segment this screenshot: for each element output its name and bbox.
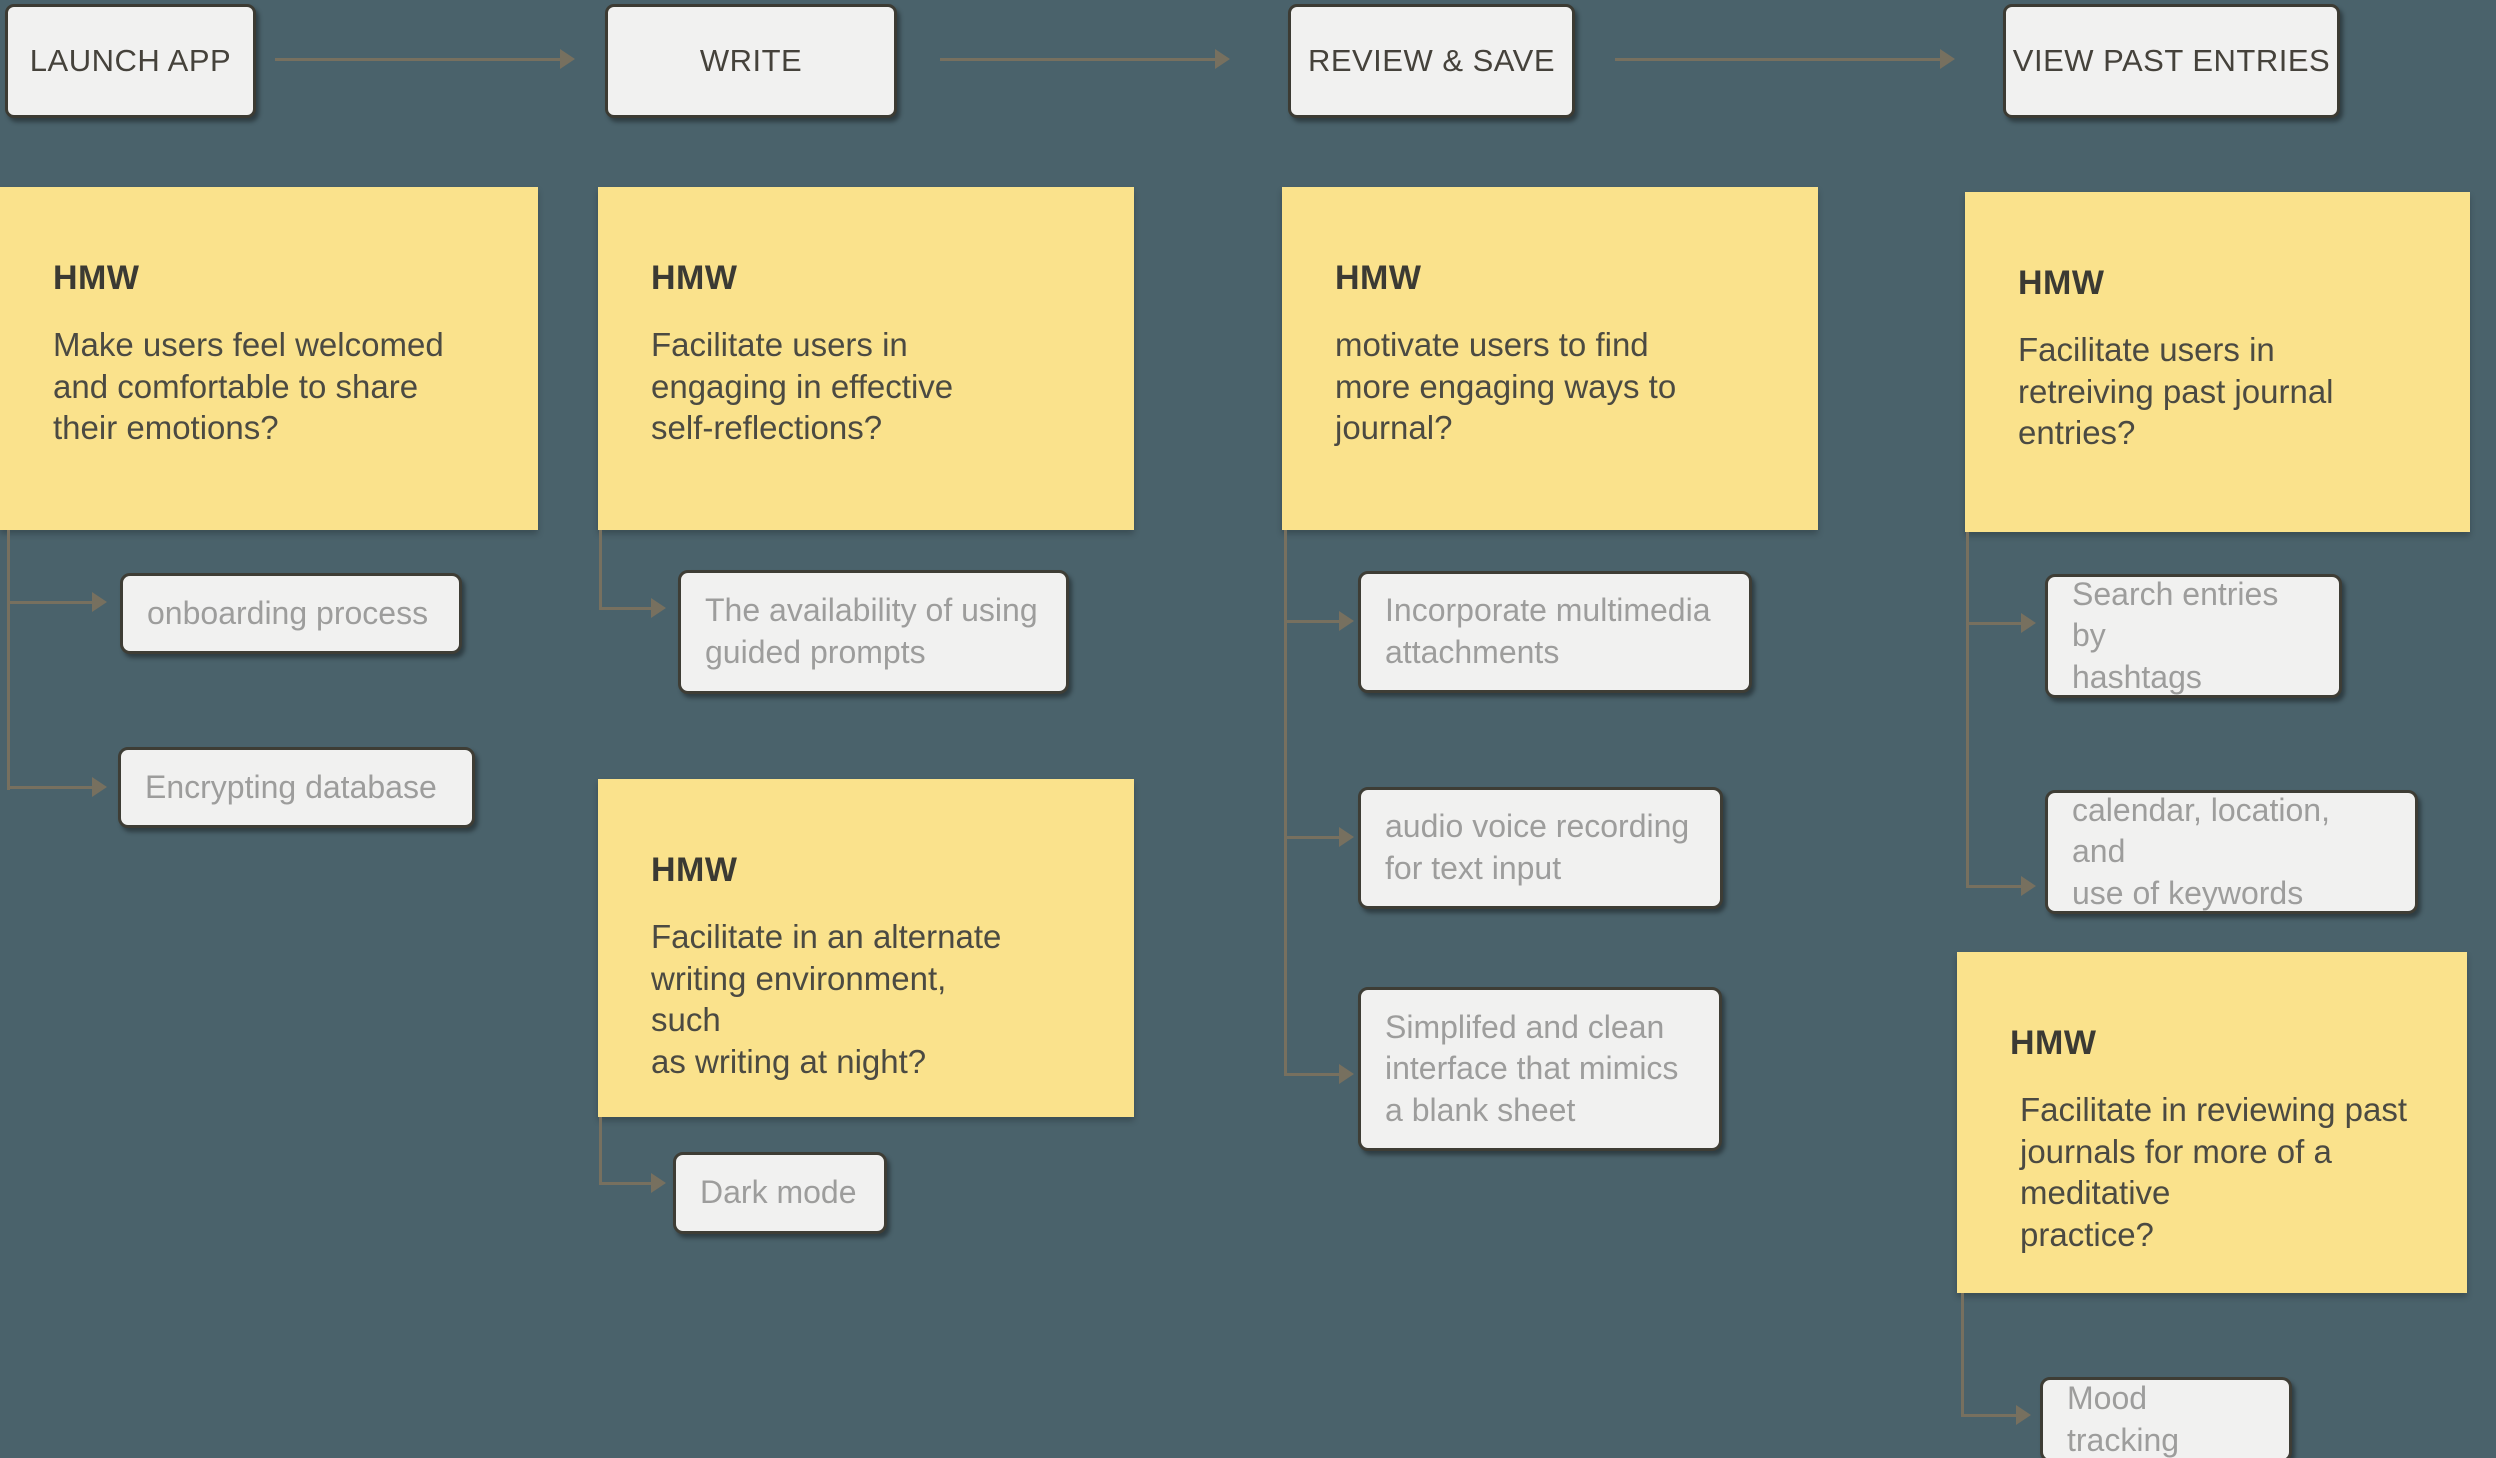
note-heading: HMW (651, 259, 738, 297)
connector-line (1961, 1414, 2016, 1417)
hmw-note-meditative-review[interactable]: HMW Facilitate in reviewing past journal… (1957, 952, 2467, 1293)
flow-step-launch-app[interactable]: LAUNCH APP (5, 4, 256, 118)
connector-line (599, 1117, 602, 1185)
tag-search-hashtags[interactable]: Search entries by hashtags (2045, 574, 2342, 698)
note-heading: HMW (2010, 1024, 2097, 1062)
note-body: Facilitate in reviewing past journals fo… (2020, 1091, 2408, 1253)
arrow-head-icon (1339, 1064, 1354, 1084)
connector-line (599, 530, 602, 610)
connector-line (599, 607, 651, 610)
tag-calendar-location-keywords[interactable]: calendar, location, and use of keywords (2045, 790, 2418, 914)
note-body: Facilitate users in engaging in effectiv… (651, 326, 954, 447)
hmw-note-self-reflection[interactable]: HMW Facilitate users in engaging in effe… (598, 187, 1134, 530)
connector-line (7, 530, 10, 790)
note-body: Facilitate in an alternate writing envir… (651, 918, 1002, 1080)
note-body: motivate users to find more engaging way… (1335, 326, 1677, 447)
note-heading: HMW (651, 851, 738, 889)
arrow-head-icon (2016, 1405, 2031, 1425)
hmw-note-engaging-journal[interactable]: HMW motivate users to find more engaging… (1282, 187, 1818, 530)
note-body: Facilitate users in retreiving past jour… (2018, 331, 2334, 452)
connector-line (1284, 530, 1287, 1076)
connector-line (1615, 58, 1940, 61)
connector-line (1961, 1293, 1964, 1417)
tag-encrypting-database[interactable]: Encrypting database (118, 747, 475, 828)
tag-mood-tracking[interactable]: Mood tracking (2040, 1377, 2292, 1458)
arrow-head-icon (651, 1173, 666, 1193)
arrow-head-icon (92, 777, 107, 797)
tag-audio-voice-recording[interactable]: audio voice recording for text input (1358, 787, 1723, 909)
arrow-head-icon (1339, 611, 1354, 631)
tag-dark-mode[interactable]: Dark mode (673, 1152, 887, 1234)
connector-line (1966, 622, 2021, 625)
tag-simplified-interface[interactable]: Simplifed and clean interface that mimic… (1358, 987, 1722, 1151)
tag-guided-prompts[interactable]: The availability of using guided prompts (678, 570, 1069, 694)
note-heading: HMW (1335, 259, 1422, 297)
hmw-note-welcome[interactable]: HMW Make users feel welcomed and comfort… (0, 187, 538, 530)
connector-line (1284, 620, 1339, 623)
flow-step-review-save[interactable]: REVIEW & SAVE (1288, 4, 1575, 118)
connector-line (1966, 885, 2021, 888)
note-heading: HMW (53, 259, 140, 297)
hmw-note-alternate-writing[interactable]: HMW Facilitate in an alternate writing e… (598, 779, 1134, 1117)
connector-line (7, 601, 92, 604)
arrow-head-icon (2021, 876, 2036, 896)
arrow-head-icon (2021, 613, 2036, 633)
connector-line (599, 1182, 651, 1185)
arrow-head-icon (92, 592, 107, 612)
connector-line (1966, 532, 1969, 888)
hmw-note-retrieve-entries[interactable]: HMW Facilitate users in retreiving past … (1965, 192, 2470, 532)
arrow-head-icon (560, 49, 575, 69)
arrow-head-icon (651, 598, 666, 618)
connector-line (275, 58, 560, 61)
note-body: Make users feel welcomed and comfortable… (53, 326, 444, 447)
note-heading: HMW (2018, 264, 2105, 302)
connector-line (1284, 836, 1339, 839)
arrow-head-icon (1339, 827, 1354, 847)
arrow-head-icon (1215, 49, 1230, 69)
connector-line (7, 786, 92, 789)
connector-line (940, 58, 1215, 61)
flow-step-view-past-entries[interactable]: VIEW PAST ENTRIES (2003, 4, 2340, 118)
connector-line (1284, 1073, 1339, 1076)
tag-onboarding-process[interactable]: onboarding process (120, 573, 462, 654)
arrow-head-icon (1940, 49, 1955, 69)
flow-step-write[interactable]: WRITE (605, 4, 897, 118)
tag-multimedia-attachments[interactable]: Incorporate multimedia attachments (1358, 571, 1752, 693)
